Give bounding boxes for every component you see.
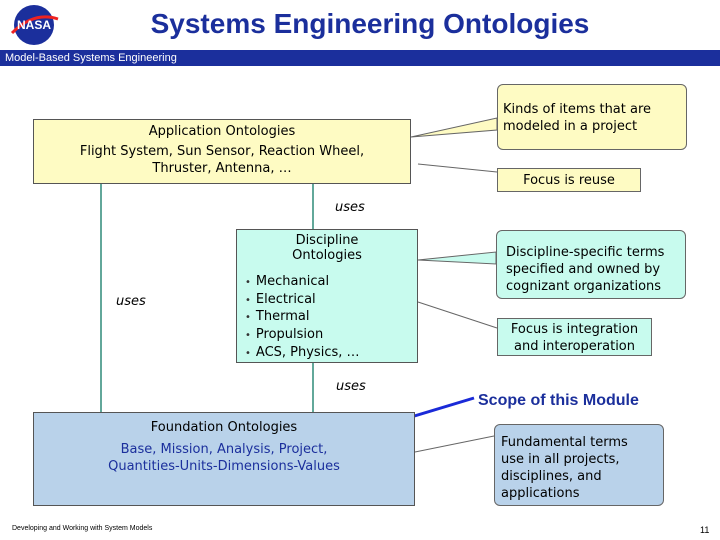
application-line1: Flight System, Sun Sensor, Reaction Whee… xyxy=(79,144,365,159)
banner-subtitle: Model-Based Systems Engineering xyxy=(0,50,720,66)
callout-disc-terms-line3: cognizant organizations xyxy=(506,279,662,294)
list-item: Propulsion xyxy=(245,327,360,345)
discipline-list: Mechanical Electrical Thermal Propulsion… xyxy=(245,274,360,363)
application-title: Application Ontologies xyxy=(148,124,296,139)
foundation-ontologies-box: Foundation Ontologies Base, Mission, Ana… xyxy=(33,412,415,506)
nasa-logo-text: NASA xyxy=(17,18,51,32)
page-number: 11 xyxy=(700,525,710,535)
callout-disc-focus: Focus is integration and interoperation xyxy=(497,318,652,356)
uses-label-top: uses xyxy=(335,200,365,215)
callout-found-terms-line4: applications xyxy=(501,486,580,501)
callout-disc-focus-line1: Focus is integration xyxy=(510,322,639,337)
callout-pointer-app xyxy=(410,117,498,138)
callout-disc-terms: Discipline-specific terms specified and … xyxy=(496,230,686,299)
application-line2: Thruster, Antenna, … xyxy=(152,161,292,176)
discipline-title-line1: Discipline xyxy=(295,233,359,248)
discipline-title-line2: Ontologies xyxy=(292,248,362,263)
application-ontologies-box: Application Ontologies Flight System, Su… xyxy=(33,119,411,184)
scope-of-module-label: Scope of this Module xyxy=(478,392,639,409)
callout-disc-focus-line2: and interoperation xyxy=(513,339,635,354)
pointer-line-found xyxy=(414,435,495,453)
uses-label-bottom: uses xyxy=(336,379,366,394)
callout-app-kinds: Kinds of items that are modeled in a pro… xyxy=(497,84,687,150)
foundation-line1: Base, Mission, Analysis, Project, xyxy=(120,442,328,457)
callout-found-terms-line1: Fundamental terms xyxy=(501,435,628,450)
pointer-line-app-focus xyxy=(417,163,498,173)
nasa-logo: NASA xyxy=(10,5,59,45)
list-item: ACS, Physics, … xyxy=(245,345,360,363)
list-item: Thermal xyxy=(245,309,360,327)
foundation-title: Foundation Ontologies xyxy=(150,420,298,435)
slide-title: Systems Engineering Ontologies xyxy=(150,8,590,39)
callout-pointer-disc xyxy=(417,251,497,265)
callout-found-terms-line3: disciplines, and xyxy=(501,469,602,484)
list-item: Electrical xyxy=(245,292,360,310)
footer-text: Developing and Working with System Model… xyxy=(12,525,153,532)
callout-app-kinds-line2: modeled in a project xyxy=(503,119,638,134)
uses-label-left: uses xyxy=(116,294,146,309)
pointer-line-disc-focus xyxy=(417,301,498,329)
discipline-ontologies-box: Discipline Ontologies Mechanical Electri… xyxy=(236,229,418,363)
callout-found-terms-line2: use in all projects, xyxy=(501,452,620,467)
list-item: Mechanical xyxy=(245,274,360,292)
callout-app-focus: Focus is reuse xyxy=(497,168,641,192)
callout-found-terms: Fundamental terms use in all projects, d… xyxy=(494,424,664,506)
callout-disc-terms-line2: specified and owned by xyxy=(506,262,661,277)
foundation-line2: Quantities-Units-Dimensions-Values xyxy=(108,459,340,474)
callout-app-kinds-line1: Kinds of items that are xyxy=(503,102,652,117)
callout-disc-terms-line1: Discipline-specific terms xyxy=(506,245,665,260)
